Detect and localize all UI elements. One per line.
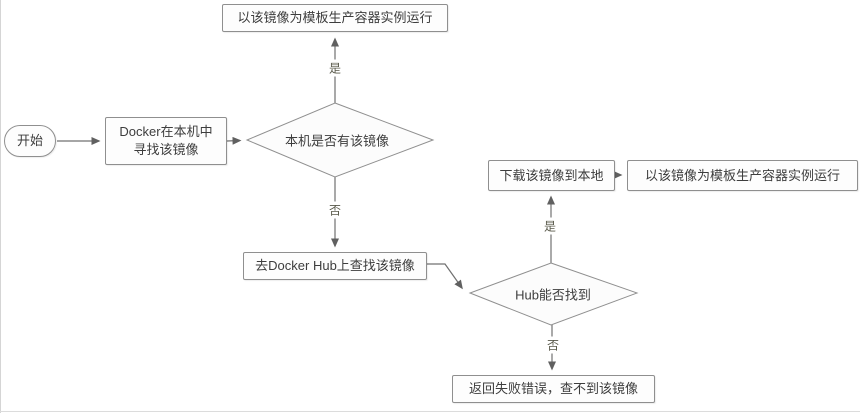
- node-find-local: Docker在本机中 寻找该镜像: [105, 117, 227, 165]
- page-left-border: [0, 0, 1, 413]
- node-run-top-label: 以该镜像为模板生产容器实例运行: [237, 10, 433, 25]
- decision-local-diamond: [245, 102, 435, 178]
- node-run-top: 以该镜像为模板生产容器实例运行: [222, 4, 448, 32]
- decision-local-label: 本机是否有该镜像: [284, 133, 390, 149]
- node-find-local-line1: Docker在本机中: [119, 124, 213, 139]
- edge-label-hub-yes: 是: [541, 217, 559, 235]
- node-download: 下载该镜像到本地: [488, 160, 615, 191]
- node-download-label: 下载该镜像到本地: [499, 167, 604, 183]
- node-find-local-line2: 寻找该镜像: [133, 142, 199, 157]
- edge-label-hub-no: 否: [544, 336, 562, 354]
- edge-label-local-no: 否: [326, 201, 344, 219]
- node-run-right-label: 以该镜像为模板生产容器实例运行: [644, 167, 840, 183]
- decision-hub-label: Hub能否找到: [515, 287, 591, 303]
- node-hub-search-label: 去Docker Hub上查找该镜像: [255, 258, 415, 273]
- page-bottom-border: [0, 411, 860, 412]
- node-start-label: 开始: [16, 133, 43, 148]
- node-hub-search: 去Docker Hub上查找该镜像: [243, 252, 427, 280]
- edge-hub-search-to-hub-decision: [427, 263, 463, 290]
- node-fail-label: 返回失败错误，查不到该镜像: [468, 381, 638, 396]
- decision-hub-diamond: [468, 262, 639, 326]
- edge-label-local-yes: 是: [326, 59, 344, 77]
- node-start: 开始: [4, 125, 56, 157]
- node-run-right: 以该镜像为模板生产容器实例运行: [627, 160, 858, 191]
- edge-find-to-local-decision: [226, 136, 242, 145]
- node-fail: 返回失败错误，查不到该镜像: [452, 375, 655, 403]
